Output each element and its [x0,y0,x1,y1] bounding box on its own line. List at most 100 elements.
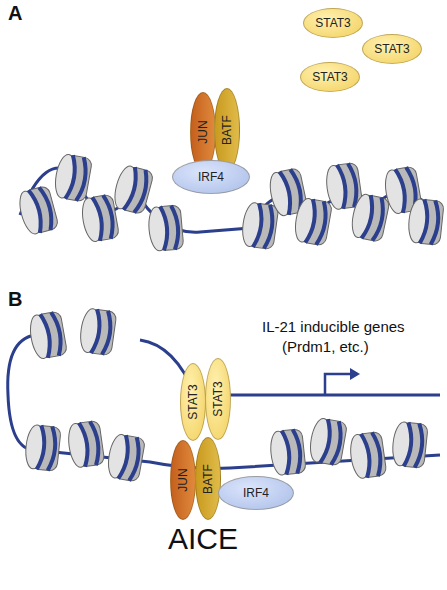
dna-wrap [305,199,318,243]
dna-wrap [29,189,45,233]
nucleosome [66,420,105,468]
irf4-ellipse: IRF4 [218,476,294,510]
panel-letter: B [8,288,22,311]
protein-name: STAT3 [374,42,410,56]
panel-letter: A [8,2,22,25]
dna-wrap [91,309,102,353]
stat3-ellipse: STAT3 [300,62,360,92]
dna-wrap [129,437,142,481]
protein-name: STAT3 [315,16,351,30]
protein-name: JUN [176,468,190,491]
dna-wrap [103,195,116,239]
dna-wrap [404,422,414,466]
histone-face [111,164,140,211]
nucleosome [16,185,59,236]
protein-name: IRF4 [198,170,224,184]
jun-ellipse: JUN [170,440,196,520]
protein-name: IRF4 [243,486,269,500]
nucleosome [240,202,279,250]
stat3-ellipse: STAT3 [362,34,422,64]
dna-wrap [362,195,376,239]
tss-arrowhead [350,368,360,380]
dna-wrap [395,169,408,213]
element-label: AICE [168,522,238,556]
dna-wrap [320,419,333,463]
histone-face [348,433,372,479]
protein-name: BATF [201,464,215,494]
dna-wrap [337,164,348,208]
stat3-ellipse: STAT3 [303,8,363,38]
histone-face [105,433,130,479]
dna-wrap [79,422,90,466]
dna-wrap [361,433,372,477]
dna-wrap [160,206,169,250]
histone-face [382,169,407,215]
dna-wrap [90,421,101,465]
irf4-ellipse: IRF4 [172,160,250,194]
nucleosome [79,194,119,243]
stat3-ellipse: STAT3 [205,358,231,440]
batf-ellipse: BATF [195,437,221,520]
dna-wrap [124,167,140,211]
dna-wrap [40,314,53,358]
nucleosome [52,153,92,202]
histone-face [407,198,430,244]
dna-wrap [92,197,105,241]
nucleosome [348,431,387,479]
dna-wrap [372,198,386,242]
dna-wrap [76,157,89,201]
dna-wrap [51,312,64,356]
dna-wrap [102,311,113,355]
histone-face [16,189,45,236]
dna-wrap [48,427,58,471]
histone-face [391,421,414,467]
dna-wrap [134,170,150,214]
dna-wrap [282,430,292,474]
dna-wrap [420,199,430,243]
nucleosome [391,421,428,468]
nucleosome [78,308,117,356]
dna-wrap [264,205,275,249]
histone-face [24,424,47,470]
nucleosome [349,193,390,243]
protein-name: BATF [220,115,234,145]
dna-wrap [39,186,55,230]
dna-wrap [280,171,294,215]
dna-wrap [171,205,180,249]
histone-face [292,197,317,243]
nucleosome [147,205,184,252]
dna-wrap [118,435,131,479]
dna-wrap [348,163,359,207]
dna-wrap [431,201,441,245]
histone-face [349,193,376,240]
protein-name: JUN [196,120,210,143]
dna-wrap [253,203,264,247]
nucleosome [407,198,444,245]
dna-wrap [331,421,344,465]
protein-name: STAT3 [312,70,348,84]
histone-face [240,202,264,248]
tss-arrow [325,374,350,395]
dna-wrap [293,429,303,473]
gene-label: (Prdm1, etc.) [282,338,369,355]
histone-face [27,314,52,360]
dna-wrap [316,201,329,245]
histone-face [78,308,102,354]
dna-wrap [372,432,383,476]
nucleosome [105,433,145,482]
gene-label: IL-21 inducible genes [262,318,405,335]
protein-name: STAT3 [211,381,225,417]
protein-name: STAT3 [186,384,200,420]
dna-wrap [415,424,425,468]
histone-face [324,164,348,210]
nucleosome [307,417,347,466]
histone-face [147,206,169,251]
nucleosome [111,164,154,215]
dna-wrap [37,425,47,469]
nucleosome [269,429,306,476]
nucleosome [292,197,332,246]
histone-face [267,171,294,218]
histone-face [66,422,90,468]
nucleosome [27,311,67,360]
